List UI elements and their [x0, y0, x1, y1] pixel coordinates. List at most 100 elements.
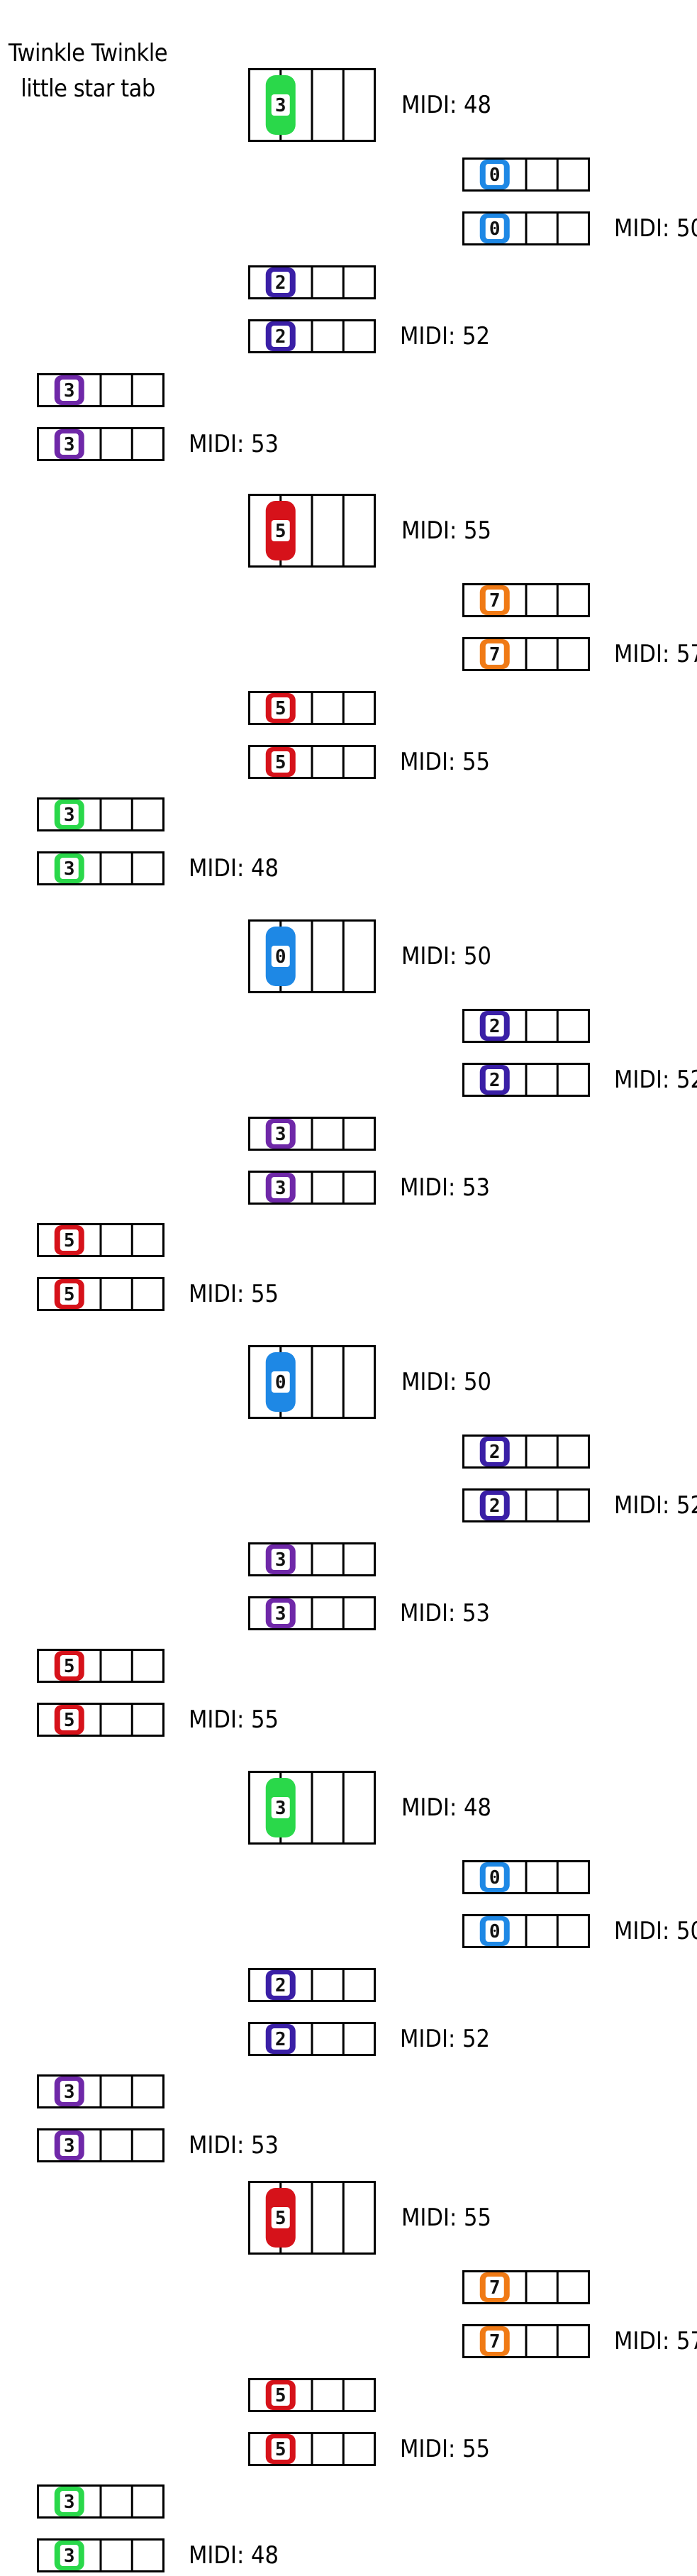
page-title: Twinkle Twinkle little star tab	[8, 39, 168, 103]
tab-note-row: 3	[37, 797, 165, 831]
tab-note-row: 0	[462, 211, 590, 245]
fret-marker: 3	[265, 1598, 296, 1628]
midi-label: MIDI: 55	[189, 1280, 279, 1308]
fret-marker: 3	[265, 1544, 296, 1574]
fretboard-diagram: 0	[462, 157, 590, 192]
tab-note-row: 7	[462, 637, 590, 671]
fret-number: 5	[275, 698, 286, 719]
midi-label: MIDI: 52	[400, 322, 490, 350]
fret-marker: 5	[265, 693, 296, 723]
fret-marker: 5	[54, 1651, 84, 1681]
fretboard-diagram: 3	[37, 427, 165, 461]
fret-marker: 3	[265, 1119, 296, 1149]
fret-number: 5	[275, 2385, 286, 2406]
midi-label: MIDI: 57	[614, 640, 697, 668]
fretboard-diagram: 7	[462, 2324, 590, 2358]
midi-label: MIDI: 53	[400, 1599, 490, 1627]
fretboard-diagram: 2	[462, 1009, 590, 1043]
fret-marker: 7	[479, 2272, 510, 2302]
midi-label: MIDI: 52	[614, 1491, 697, 1520]
tab-note-row: 5	[248, 494, 376, 568]
midi-label: MIDI: 50	[614, 1917, 697, 1945]
tab-note-row: 3	[37, 427, 165, 461]
fret-number: 3	[64, 2545, 75, 2567]
fret-number: 5	[64, 1656, 75, 1677]
tab-note-row: 3	[248, 1596, 376, 1630]
fret-number: 5	[275, 2208, 286, 2229]
midi-label: MIDI: 55	[401, 2204, 491, 2232]
fret-marker: 2	[265, 267, 296, 297]
fret-marker: 2	[479, 1437, 510, 1466]
fretboard-diagram: 3	[248, 1596, 376, 1630]
fret-number: 3	[275, 1798, 286, 1819]
fretboard-diagram: 5	[37, 1223, 165, 1257]
tab-note-row: 0	[248, 919, 376, 993]
fret-marker: 2	[265, 321, 296, 351]
fretboard-diagram: 3	[37, 851, 165, 885]
fretboard-diagram: 3	[37, 797, 165, 831]
tab-note-row: 3	[37, 2538, 165, 2572]
fretboard-diagram: 0	[462, 1914, 590, 1948]
fret-number: 3	[275, 1603, 286, 1625]
fret-number: 0	[275, 946, 286, 968]
midi-label: MIDI: 55	[189, 1706, 279, 1734]
fret-number: 7	[489, 2277, 501, 2299]
fret-number: 2	[275, 326, 286, 348]
fretboard-diagram: 3	[248, 1171, 376, 1205]
midi-label: MIDI: 48	[401, 1793, 491, 1822]
tab-note-row: 2	[462, 1488, 590, 1522]
tab-note-row: 0	[462, 1914, 590, 1948]
tab-note-row: 2	[462, 1435, 590, 1469]
fretboard-diagram: 5	[37, 1649, 165, 1683]
fretboard-diagram: 0	[248, 919, 376, 993]
fret-number: 3	[64, 805, 75, 826]
fret-marker: 3	[54, 2130, 84, 2160]
fret-number: 3	[64, 2135, 75, 2157]
tab-note-row: 5	[37, 1277, 165, 1311]
midi-label: MIDI: 55	[401, 516, 491, 545]
midi-label: MIDI: 55	[400, 2435, 490, 2463]
tab-note-row: 5	[248, 745, 376, 779]
fret-number: 3	[64, 2492, 75, 2513]
fret-number: 7	[489, 2331, 501, 2353]
fretboard-diagram: 0	[248, 1345, 376, 1419]
midi-label: MIDI: 52	[614, 1066, 697, 1094]
fret-marker: 5	[54, 1225, 84, 1255]
fret-number: 5	[275, 752, 286, 773]
fret-marker: 3	[265, 75, 296, 135]
fretboard-diagram: 5	[248, 2378, 376, 2412]
fret-number: 5	[275, 2439, 286, 2460]
fret-marker: 7	[479, 2326, 510, 2356]
fret-number: 3	[64, 434, 75, 455]
fret-marker: 5	[54, 1279, 84, 1309]
fretboard-diagram: 2	[462, 1063, 590, 1097]
fret-marker: 5	[265, 2434, 296, 2464]
fret-marker: 3	[54, 2541, 84, 2570]
fret-number: 2	[275, 1975, 286, 1996]
fret-marker: 3	[265, 1778, 296, 1837]
fret-number: 7	[489, 644, 501, 665]
midi-label: MIDI: 53	[189, 2131, 279, 2160]
tab-note-row: 3	[37, 2128, 165, 2162]
tab-note-row: 7	[462, 2270, 590, 2304]
fret-marker: 3	[54, 800, 84, 829]
tab-note-row: 7	[462, 583, 590, 617]
tab-note-row: 3	[248, 1171, 376, 1205]
fret-marker: 3	[54, 853, 84, 883]
fret-number: 5	[64, 1284, 75, 1305]
fretboard-diagram: 3	[37, 2074, 165, 2108]
fretboard-diagram: 5	[248, 2181, 376, 2255]
fretboard-diagram: 5	[248, 494, 376, 568]
fret-number: 2	[489, 1070, 501, 1091]
midi-label: MIDI: 52	[400, 2025, 490, 2053]
fretboard-diagram: 5	[37, 1277, 165, 1311]
tab-note-row: 5	[37, 1223, 165, 1257]
fret-number: 3	[64, 858, 75, 880]
fret-number: 0	[489, 1867, 501, 1889]
tab-note-row: 5	[37, 1703, 165, 1737]
fret-marker: 3	[265, 1173, 296, 1203]
tab-note-row: 2	[248, 265, 376, 299]
fretboard-diagram: 2	[248, 319, 376, 353]
fretboard-diagram: 2	[248, 1968, 376, 2002]
fret-marker: 2	[479, 1065, 510, 1095]
